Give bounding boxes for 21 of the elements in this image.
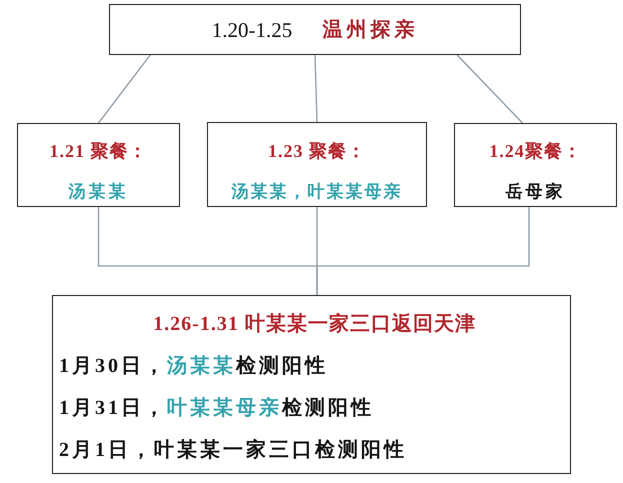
event-box — [207, 122, 427, 207]
host-name: 岳母家 — [506, 181, 566, 203]
return-heading: 1.26-1.31 叶某某一家三口返回天津 — [153, 312, 476, 336]
attendee-names: 汤某某，叶某某母亲 — [232, 181, 402, 203]
connector-line — [98, 54, 151, 124]
attendee-names: 汤某某 — [68, 181, 128, 203]
date-range: 1.20-1.25 — [212, 18, 292, 42]
connector-line — [456, 54, 523, 124]
trip-title: 温州探亲 — [322, 18, 418, 42]
test-result-line: 1月30日，汤某某检测阳性 — [59, 354, 328, 378]
test-result-line: 2月1日，叶某某一家三口检测阳性 — [59, 438, 407, 462]
gathering-heading: 1.21 聚餐： — [50, 140, 148, 163]
event-box — [109, 4, 521, 55]
connector-line — [314, 54, 318, 122]
gathering-heading: 1.23 聚餐： — [268, 140, 366, 163]
event-box — [17, 123, 180, 207]
test-result-line: 1月31日，叶某某母亲检测阳性 — [59, 396, 374, 420]
gathering-heading: 1.24聚餐： — [489, 140, 582, 163]
event-box — [454, 123, 617, 207]
connector-line — [316, 207, 530, 295]
event-box — [52, 295, 571, 474]
